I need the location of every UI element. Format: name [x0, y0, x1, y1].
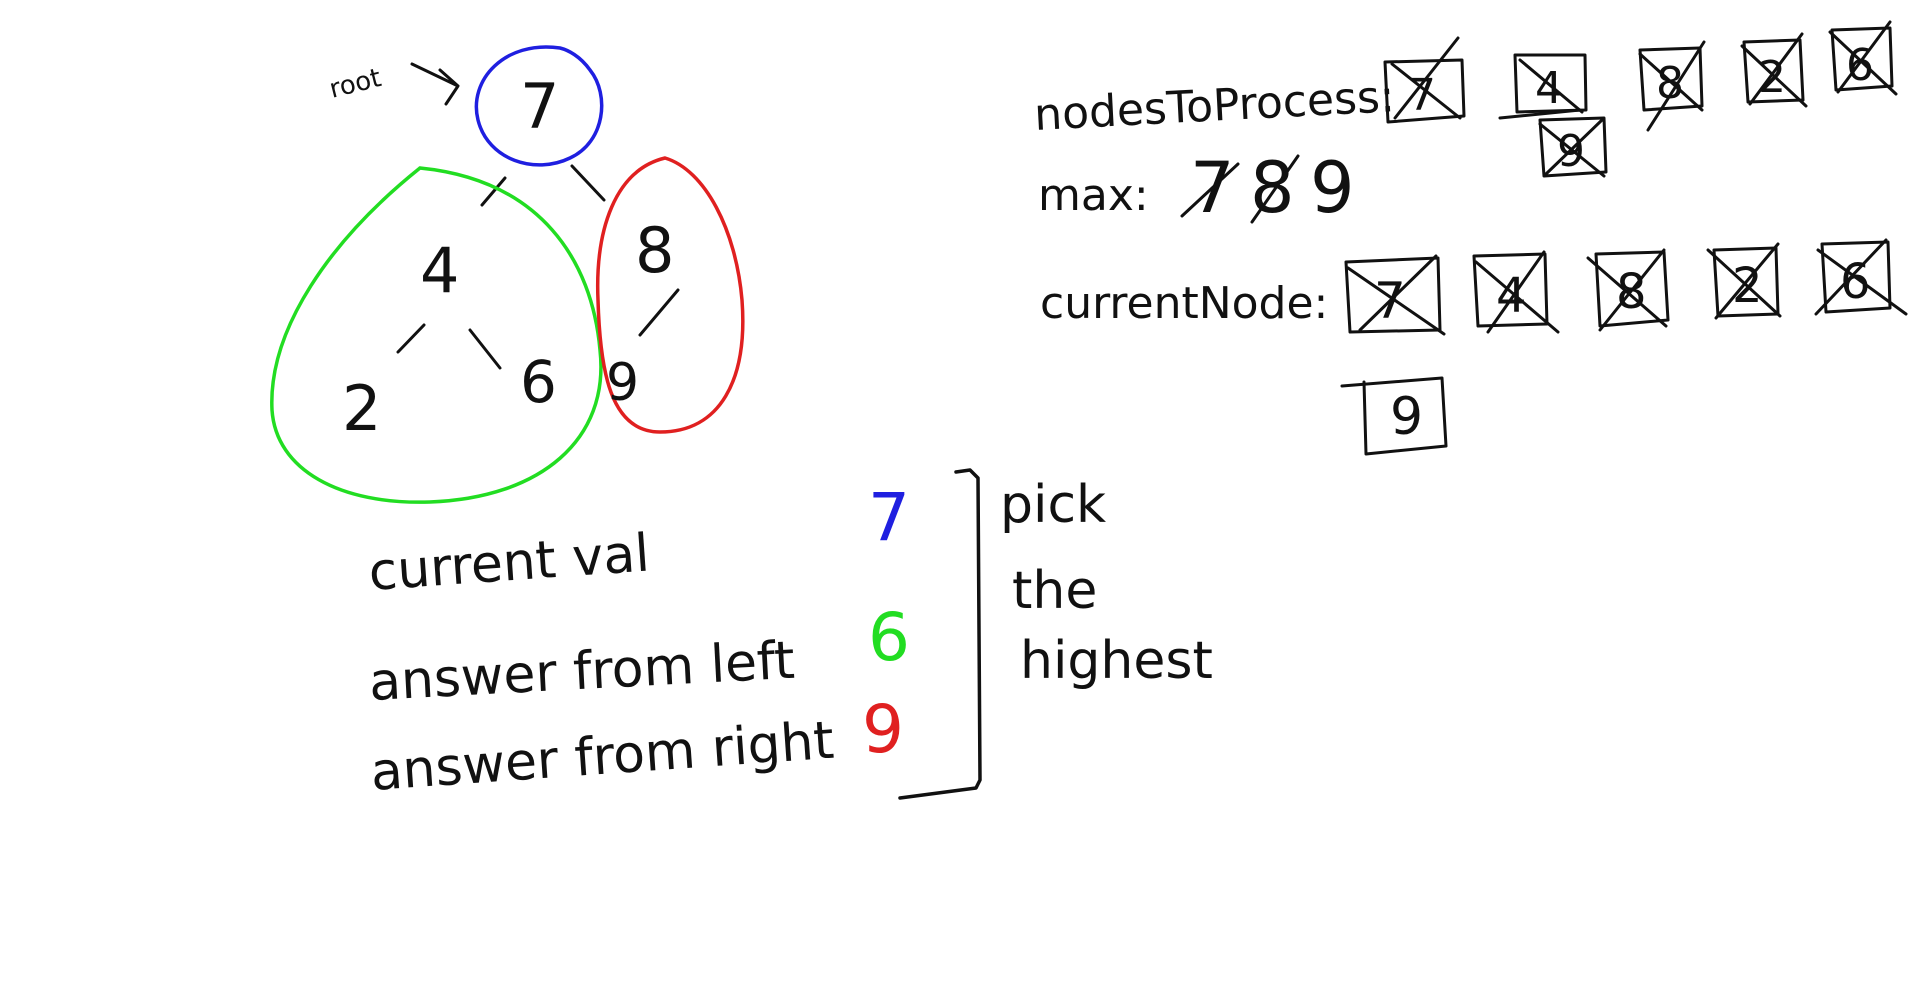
tree-node-root: 7	[520, 70, 559, 143]
tree-node-left-right: 6	[520, 348, 557, 416]
tree-node-right: 8	[635, 214, 674, 287]
explanation-label-current: current val	[367, 523, 652, 602]
nodes-to-process-label: nodesToProcess:	[1033, 71, 1396, 141]
queue-box-value: 8	[1656, 58, 1684, 109]
grouping-bracket	[898, 468, 982, 800]
note-line-1: pick	[1000, 475, 1106, 535]
max-strike	[1250, 154, 1300, 224]
current-node-history: 7 4 8 2 6	[1340, 238, 1908, 456]
current-node-box: 4	[1472, 250, 1560, 334]
queue-box: 9	[1538, 116, 1608, 178]
current-node-box: 2	[1706, 242, 1782, 320]
tree-node-right-left: 9	[606, 353, 639, 413]
note-line-3: highest	[1020, 631, 1213, 691]
explanation-value-current: 7	[868, 479, 910, 556]
queue-box-value: 4	[1535, 63, 1563, 114]
state-panel: nodesToProcess: 7 4 9 8	[1033, 20, 1908, 456]
tree-edge-root-right	[570, 164, 606, 202]
explanation: current val answer from left answer from…	[367, 468, 1213, 803]
max-strike	[1180, 162, 1240, 218]
current-node-box: 6	[1814, 238, 1908, 316]
current-node-box: 7	[1344, 254, 1446, 336]
explanation-label-right: answer from right	[369, 711, 836, 803]
queue-box: 6	[1828, 20, 1898, 96]
current-node-label: currentNode:	[1040, 278, 1328, 329]
max-value-current: 9	[1310, 147, 1355, 229]
max-label: max:	[1038, 170, 1149, 221]
right-subtree-highlight	[595, 156, 745, 434]
current-node-box-active: 9	[1340, 376, 1448, 456]
tree-edge-right-rightleft	[638, 288, 680, 337]
tree-node-left-left: 2	[342, 372, 381, 445]
root-highlight-circle	[474, 45, 604, 167]
explanation-value-left: 6	[868, 599, 910, 676]
tree-edge-root-left	[480, 176, 507, 207]
binary-tree: root 7 4 8 2 6 9	[270, 45, 745, 504]
note-line-2: the	[1012, 561, 1097, 621]
tree-edge-left-leftleft	[396, 323, 426, 354]
tree-edge-left-leftright	[468, 328, 502, 370]
current-node-active-value: 9	[1390, 387, 1423, 447]
current-node-box: 8	[1586, 248, 1670, 332]
queue-box: 2	[1740, 32, 1808, 108]
root-pointer-label: root	[326, 63, 384, 105]
max-history: 7 8 9	[1180, 147, 1355, 229]
explanation-label-left: answer from left	[368, 631, 797, 713]
queue-box: 7	[1383, 36, 1466, 124]
queue-box: 8	[1638, 40, 1706, 132]
queue-box: 4	[1498, 53, 1588, 120]
tree-node-left: 4	[420, 234, 459, 307]
nodes-to-process-queue: 7 4 9 8 2	[1383, 20, 1898, 178]
explanation-value-right: 9	[862, 691, 904, 768]
root-pointer-arrow	[410, 62, 460, 106]
left-subtree-highlight	[270, 166, 603, 504]
